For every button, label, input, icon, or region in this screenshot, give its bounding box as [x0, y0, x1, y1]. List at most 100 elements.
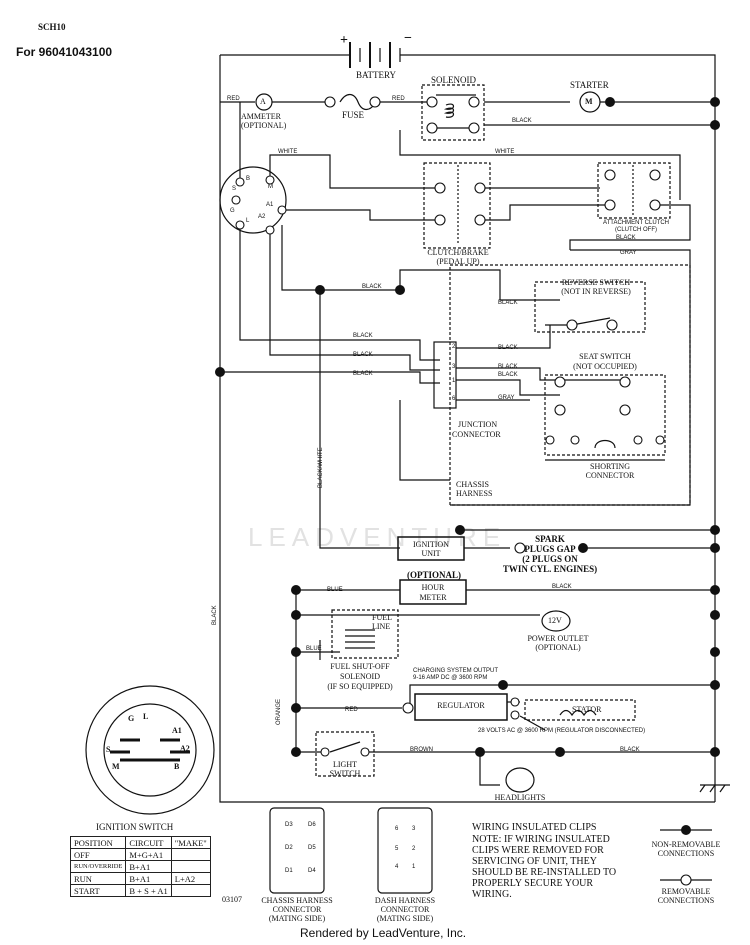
wire-label-red-2: RED: [392, 96, 405, 102]
wire-label-black-11: BLACK: [552, 584, 572, 590]
attachment-clutch-label: ATTACHMENT CLUTCH: [603, 220, 669, 226]
attachment-clutch-state: (CLUTCH OFF): [615, 227, 657, 233]
junction-pin-1: 1: [452, 378, 456, 384]
part-number: 03107: [222, 895, 242, 904]
wire-label-white-1: WHITE: [278, 149, 298, 155]
wire-label-black-4: BLACK: [498, 300, 518, 306]
fuel-line-label: FUEL: [372, 613, 392, 622]
hour-meter-label-2: METER: [419, 593, 447, 602]
white-wire: [269, 154, 440, 189]
wire-label-white-2: WHITE: [495, 149, 515, 155]
wire-label-red-1: RED: [227, 96, 240, 102]
regulator-label: REGULATOR: [437, 701, 485, 710]
face-m: M: [112, 762, 120, 771]
chassis-pin: D3: [285, 822, 293, 828]
term-b: B: [246, 176, 251, 182]
seat-switch-label: SEAT SWITCH: [579, 352, 631, 361]
term-a2: A2: [258, 214, 266, 220]
junction-connector-block: [433, 341, 457, 409]
spark-plug-label-3: (2 PLUGS ON: [522, 554, 578, 564]
dash-pin: 2: [412, 846, 416, 852]
chassis-connector-label-1: CHASSIS HARNESS: [261, 896, 333, 905]
fuse-label: FUSE: [342, 110, 365, 120]
face-b: B: [174, 762, 180, 771]
legend-nonremovable-2: CONNECTIONS: [657, 849, 715, 858]
clutch-brake-label: CLUTCH/BRAKE: [427, 248, 489, 257]
note-line-7: WIRING.: [472, 889, 512, 900]
dash-pin: 5: [395, 846, 399, 852]
ignition-unit-label: IGNITION: [413, 540, 449, 549]
chassis-pin: D1: [285, 868, 293, 874]
fuel-shutoff-box: [331, 609, 399, 659]
ignition-switch-terminal-block: [219, 166, 287, 234]
chassis-pin: D5: [308, 845, 316, 851]
connection-dots: [215, 97, 720, 835]
wire-label-black-7: BLACK: [353, 371, 373, 377]
wire-label-black-1: BLACK: [512, 118, 532, 124]
solenoid-label: SOLENOID: [431, 75, 476, 85]
charging-output-label: CHARGING SYSTEM OUTPUT: [413, 668, 499, 674]
model-number: For 96041043100: [16, 45, 113, 59]
light-switch-box: [315, 731, 375, 777]
wire-label-red-3: RED: [345, 707, 358, 713]
spark-plug-label-1: SPARK: [535, 534, 565, 544]
shorting-connector-label: SHORTING: [590, 462, 630, 471]
legend-nonremovable-1: NON-REMOVABLE: [651, 840, 721, 849]
chassis-harness-connector: [269, 807, 325, 894]
dash-pin: 6: [395, 826, 399, 832]
ammeter-letter: A: [260, 97, 266, 106]
ignition-unit-label-2: UNIT: [421, 549, 441, 558]
fuel-shutoff-label-1: FUEL SHUT-OFF: [330, 662, 390, 671]
term-a1: A1: [266, 202, 274, 208]
footer-credit: Rendered by LeadVenture, Inc.: [300, 926, 467, 940]
removable-connections: [231, 96, 692, 886]
ammeter-label: AMMETER: [241, 112, 281, 121]
junction-pin-3: 3: [452, 364, 456, 370]
term-s: S: [232, 186, 237, 192]
wire-label-gray-2: GRAY: [498, 395, 515, 401]
dash-connector-label-3: (MATING SIDE): [376, 914, 434, 923]
hour-meter-box: [399, 579, 467, 605]
power-outlet-label: POWER OUTLET: [527, 634, 589, 643]
junction-pin-2: 2: [452, 344, 456, 350]
solenoid-coil: [443, 103, 455, 118]
spark-plug-label-4: TWIN CYL. ENGINES): [502, 564, 598, 574]
solenoid-box: [421, 84, 485, 141]
battery-plus-sign: +: [340, 33, 348, 48]
spark-plug-label-2: PLUGS GAP: [524, 544, 576, 554]
power-outlet-optional: (OPTIONAL): [535, 643, 581, 652]
chassis-ground-left: [219, 55, 715, 803]
ammeter-optional: (OPTIONAL): [241, 121, 287, 130]
ignition-switch-face-inner: [103, 703, 197, 797]
dash-pin: 4: [395, 864, 399, 870]
hour-meter-optional: (OPTIONAL): [407, 570, 461, 580]
power-outlet-symbol: [541, 610, 571, 632]
battery-label: BATTERY: [356, 70, 397, 80]
chassis-pin: D6: [308, 822, 316, 828]
seat-switch-box: [544, 374, 666, 456]
header-circuit: CIRCUIT: [125, 836, 172, 849]
header-position: POSITION: [69, 836, 127, 849]
power-outlet-voltage: 12V: [548, 616, 562, 625]
headlight-symbol: [505, 767, 535, 793]
battery-symbol: [340, 42, 420, 68]
wire-label-black-8: BLACK: [498, 345, 518, 351]
charging-output-spec: 9-16 AMP DC @ 3600 RPM: [413, 675, 488, 681]
chassis-harness-label: CHASSIS: [456, 480, 489, 489]
chassis-pin: D4: [308, 868, 316, 874]
fuel-shutoff-label-2: SOLENOID: [340, 672, 380, 681]
chassis-harness-label-2: HARNESS: [456, 489, 493, 498]
hour-meter-label: HOUR: [421, 583, 445, 592]
stator-coil: [559, 709, 597, 717]
legend-removable-1: REMOVABLE: [661, 887, 711, 896]
light-switch-label: LIGHT: [333, 760, 357, 769]
legend-removable-2: CONNECTIONS: [657, 896, 715, 905]
header-make: "MAKE": [170, 836, 211, 849]
wire-label-black-5: BLACK: [353, 333, 373, 339]
starter-label: STARTER: [570, 80, 609, 90]
light-switch-label-2: SWITCH: [329, 769, 361, 778]
chassis-harness-box: [449, 264, 691, 506]
junction-label: JUNCTION: [458, 420, 498, 429]
table-row: RUN/OVERRIDE B+A1: [69, 860, 211, 873]
